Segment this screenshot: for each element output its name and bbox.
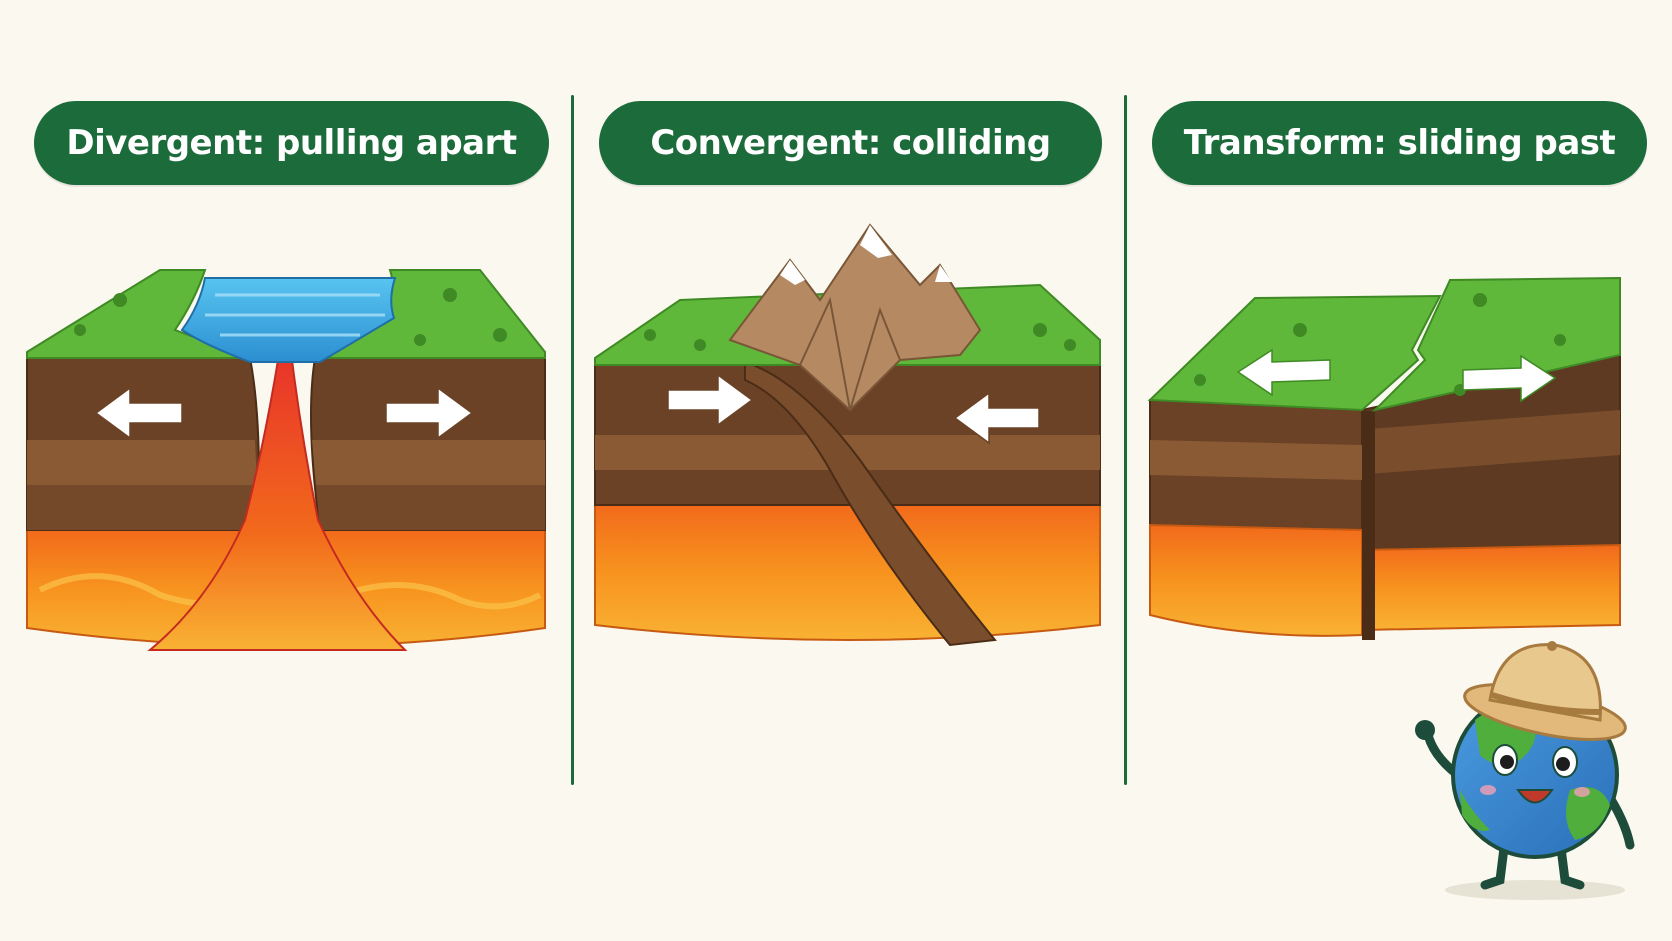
right-arrow-icon — [385, 386, 474, 440]
transform-block — [1147, 276, 1621, 640]
convergent-block — [594, 223, 1101, 647]
divider-left — [571, 95, 574, 785]
divergent-block — [26, 269, 546, 651]
safari-hat-icon — [1463, 641, 1627, 741]
right-arrow-icon — [1462, 354, 1557, 403]
convergent-title: Convergent: colliding — [599, 101, 1102, 185]
divider-right — [1124, 95, 1127, 785]
left-arrow-icon — [953, 391, 1040, 445]
left-arrow-icon — [1236, 348, 1331, 397]
right-arrow-icon — [667, 373, 754, 427]
transform-title: Transform: sliding past — [1152, 101, 1647, 185]
divergent-title: Divergent: pulling apart — [34, 101, 549, 185]
left-arrow-icon — [94, 386, 183, 440]
